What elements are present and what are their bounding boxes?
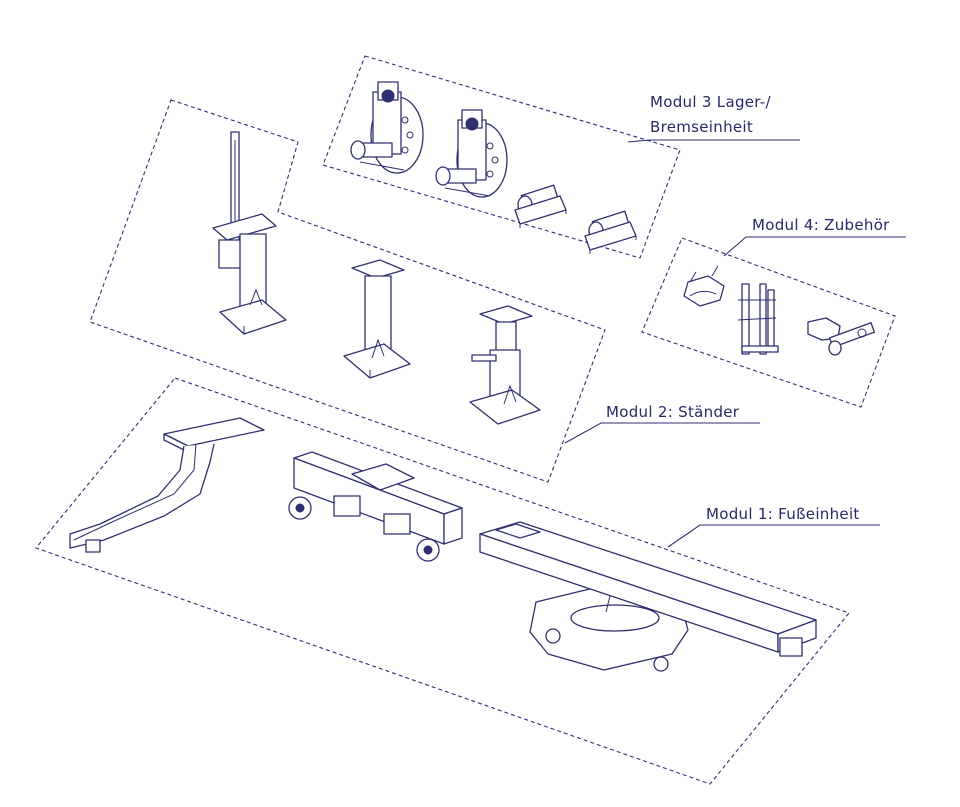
- module-1-dashed-boundary: [35, 377, 850, 785]
- accessory-bracket: [683, 265, 725, 307]
- module-4-label: Modul 4: Zubehör: [752, 216, 890, 234]
- rack-jack-stand: [212, 131, 287, 335]
- module-4-leader-line: [723, 236, 906, 257]
- roller-bearing-2: [584, 210, 637, 254]
- module-2-dashed-boundary: [89, 99, 606, 483]
- module-1-group: Modul 1: Fußeinheit: [35, 377, 880, 785]
- module-3-label-line2: Bremseinheit: [650, 118, 753, 136]
- foot-arm: [69, 417, 265, 553]
- accessory-clamp-pin: [807, 317, 876, 356]
- module-2-group: Modul 2: Ständer: [89, 99, 760, 483]
- module-2-label: Modul 2: Ständer: [606, 403, 740, 421]
- module-4-dashed-boundary: [641, 237, 896, 408]
- module-4-group: Modul 4: Zubehör: [641, 216, 906, 408]
- bearing-brake-unit-1: [350, 81, 424, 174]
- module-3-dashed-boundary: [322, 55, 681, 259]
- module-3-label-line1: Modul 3 Lager-/: [650, 93, 772, 111]
- wheeled-crossbeam: [288, 451, 463, 562]
- beam-with-turntable: [479, 521, 817, 672]
- module-3-leader-line: [627, 139, 800, 143]
- accessory-holder-rods: [737, 283, 779, 355]
- module-3-group: Modul 3 Lager-/ Bremseinheit: [322, 55, 800, 259]
- bearing-brake-unit-2: [435, 109, 508, 198]
- module-1-label: Modul 1: Fußeinheit: [706, 505, 860, 523]
- fixed-stand: [343, 259, 411, 379]
- roller-bearing-1: [514, 184, 567, 228]
- adjustable-stand: [469, 305, 541, 425]
- module-1-leader-line: [667, 524, 880, 548]
- module-2-leader-line: [564, 422, 760, 444]
